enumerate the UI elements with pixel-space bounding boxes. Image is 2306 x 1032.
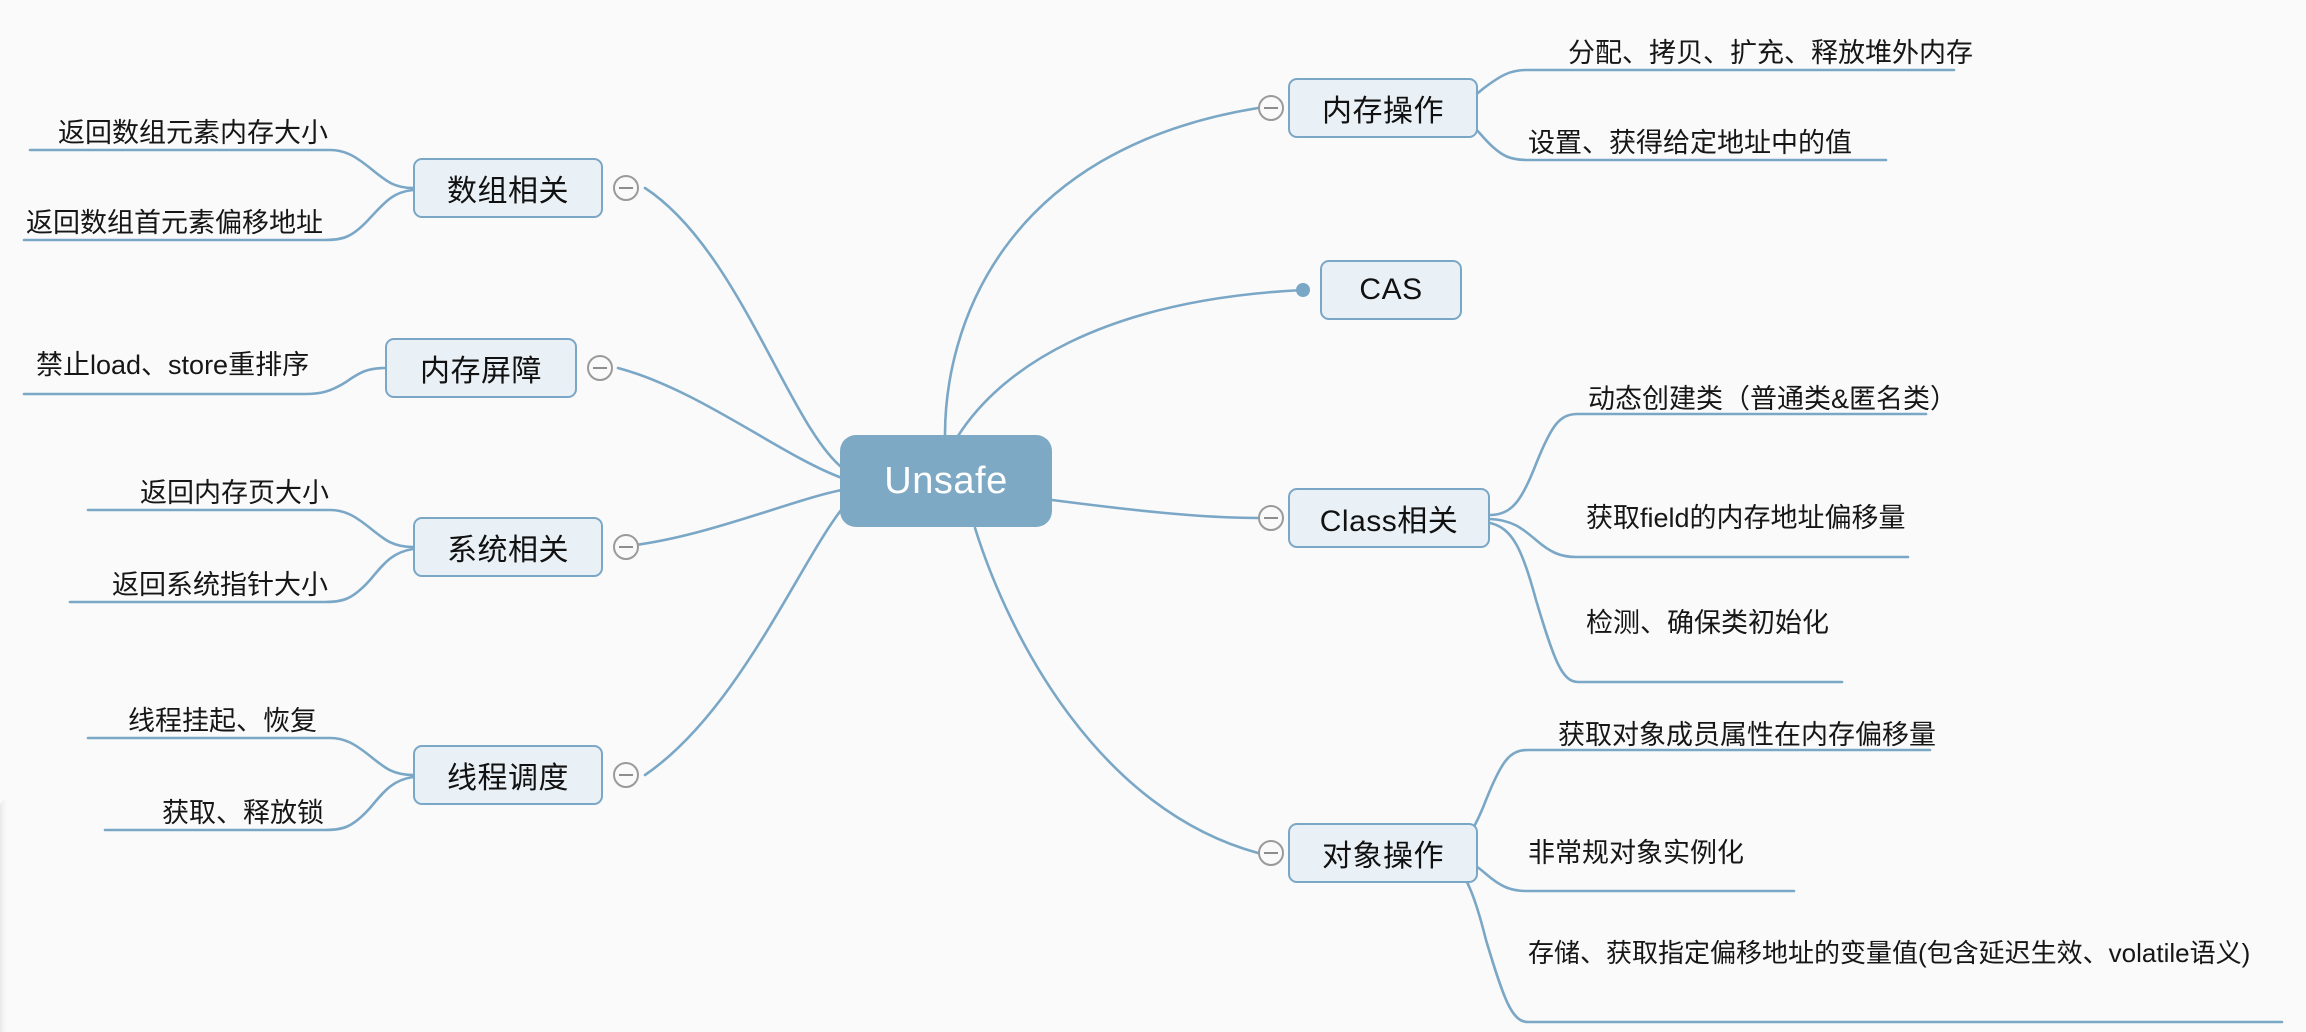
branch-node-memory-ops[interactable]: 内存操作 [1288,78,1478,138]
collapse-minus-icon-object-ops[interactable] [1258,840,1284,866]
wire-root-to-class [1050,498,1260,520]
branch-node-system[interactable]: 系统相关 [413,517,603,577]
branch-node-thread-scheduling-label: 线程调度 [447,762,569,795]
collapse-minus-icon-memory-barrier[interactable] [587,355,613,381]
leaf-thread-0[interactable]: 线程挂起、恢复 [128,706,317,736]
wire-class-c1 [1488,412,1928,517]
branch-node-array-label: 数组相关 [447,175,569,208]
wire-root-to-memory-ops [943,106,1260,437]
leaf-system-1[interactable]: 返回系统指针大小 [112,570,328,600]
branch-node-system-label: 系统相关 [447,534,569,567]
wire-root-to-memory-barrier [616,366,844,480]
branch-node-memory-barrier-label: 内存屏障 [420,355,542,388]
leaf-memory-ops-1[interactable]: 设置、获得给定地址中的值 [1528,128,1852,158]
leaf-class-1[interactable]: 获取field的内存地址偏移量 [1586,503,1906,533]
leaf-array-0[interactable]: 返回数组元素内存大小 [58,118,328,148]
wire-class-c2 [1488,517,1910,559]
leaf-system-0[interactable]: 返回内存页大小 [140,478,329,508]
collapse-minus-icon-array[interactable] [613,175,639,201]
wire-memops-c1 [1438,68,1956,108]
leaf-object-ops-2[interactable]: 存储、获取指定偏移地址的变量值(包含延迟生效、volatile语义) [1528,938,2251,968]
collapse-minus-icon-class-related[interactable] [1258,505,1284,531]
branch-node-memory-barrier[interactable]: 内存屏障 [385,338,577,398]
branch-node-class-related[interactable]: Class相关 [1288,488,1490,548]
branch-node-cas[interactable]: CAS [1320,260,1462,320]
branch-node-class-related-label: Class相关 [1319,505,1459,538]
branch-node-thread-scheduling[interactable]: 线程调度 [413,745,603,805]
leaf-object-ops-1[interactable]: 非常规对象实例化 [1528,838,1744,868]
wire-barrier-c1 [22,366,387,396]
leaf-memory-barrier-0[interactable]: 禁止load、store重排序 [36,350,310,380]
leaf-thread-1[interactable]: 获取、释放锁 [162,798,324,828]
leaf-memory-ops-0[interactable]: 分配、拷贝、扩充、释放堆外内存 [1568,38,1973,68]
root-node[interactable]: Unsafe [840,435,1052,527]
collapse-minus-icon-thread-scheduling[interactable] [613,762,639,788]
leaf-class-2[interactable]: 检测、确保类初始化 [1586,608,1829,638]
wire-thread-c2 [103,775,415,832]
leaf-class-0[interactable]: 动态创建类（普通类&匿名类） [1588,384,1958,414]
collapse-minus-icon-system[interactable] [613,534,639,560]
wire-root-to-object [973,526,1260,855]
wire-objops-c1 [1438,748,1932,852]
leaf-array-1[interactable]: 返回数组首元素偏移地址 [26,208,323,238]
branch-node-object-ops[interactable]: 对象操作 [1288,823,1478,883]
branch-node-memory-ops-label: 内存操作 [1322,95,1444,128]
collapse-minus-icon-memory-ops[interactable] [1258,95,1284,121]
branch-node-object-ops-label: 对象操作 [1322,840,1444,873]
wire-root-to-array [643,186,847,472]
wire-array-c2 [22,188,415,242]
wire-root-to-cas [956,288,1305,438]
wire-system-c2 [68,547,415,604]
leaf-object-ops-0[interactable]: 获取对象成员属性在内存偏移量 [1558,720,1936,750]
wire-root-to-system [616,488,844,549]
wire-root-to-thread [643,503,847,777]
wire-thread-c1 [86,736,415,777]
wire-array-c1 [28,148,415,190]
branch-node-cas-label: CAS [1359,273,1423,306]
wire-class-c3 [1488,521,1844,684]
leaf-dot-icon-cas[interactable] [1296,283,1310,297]
root-node-label: Unsafe [884,459,1008,502]
wire-system-c1 [86,508,415,549]
branch-node-array[interactable]: 数组相关 [413,158,603,218]
